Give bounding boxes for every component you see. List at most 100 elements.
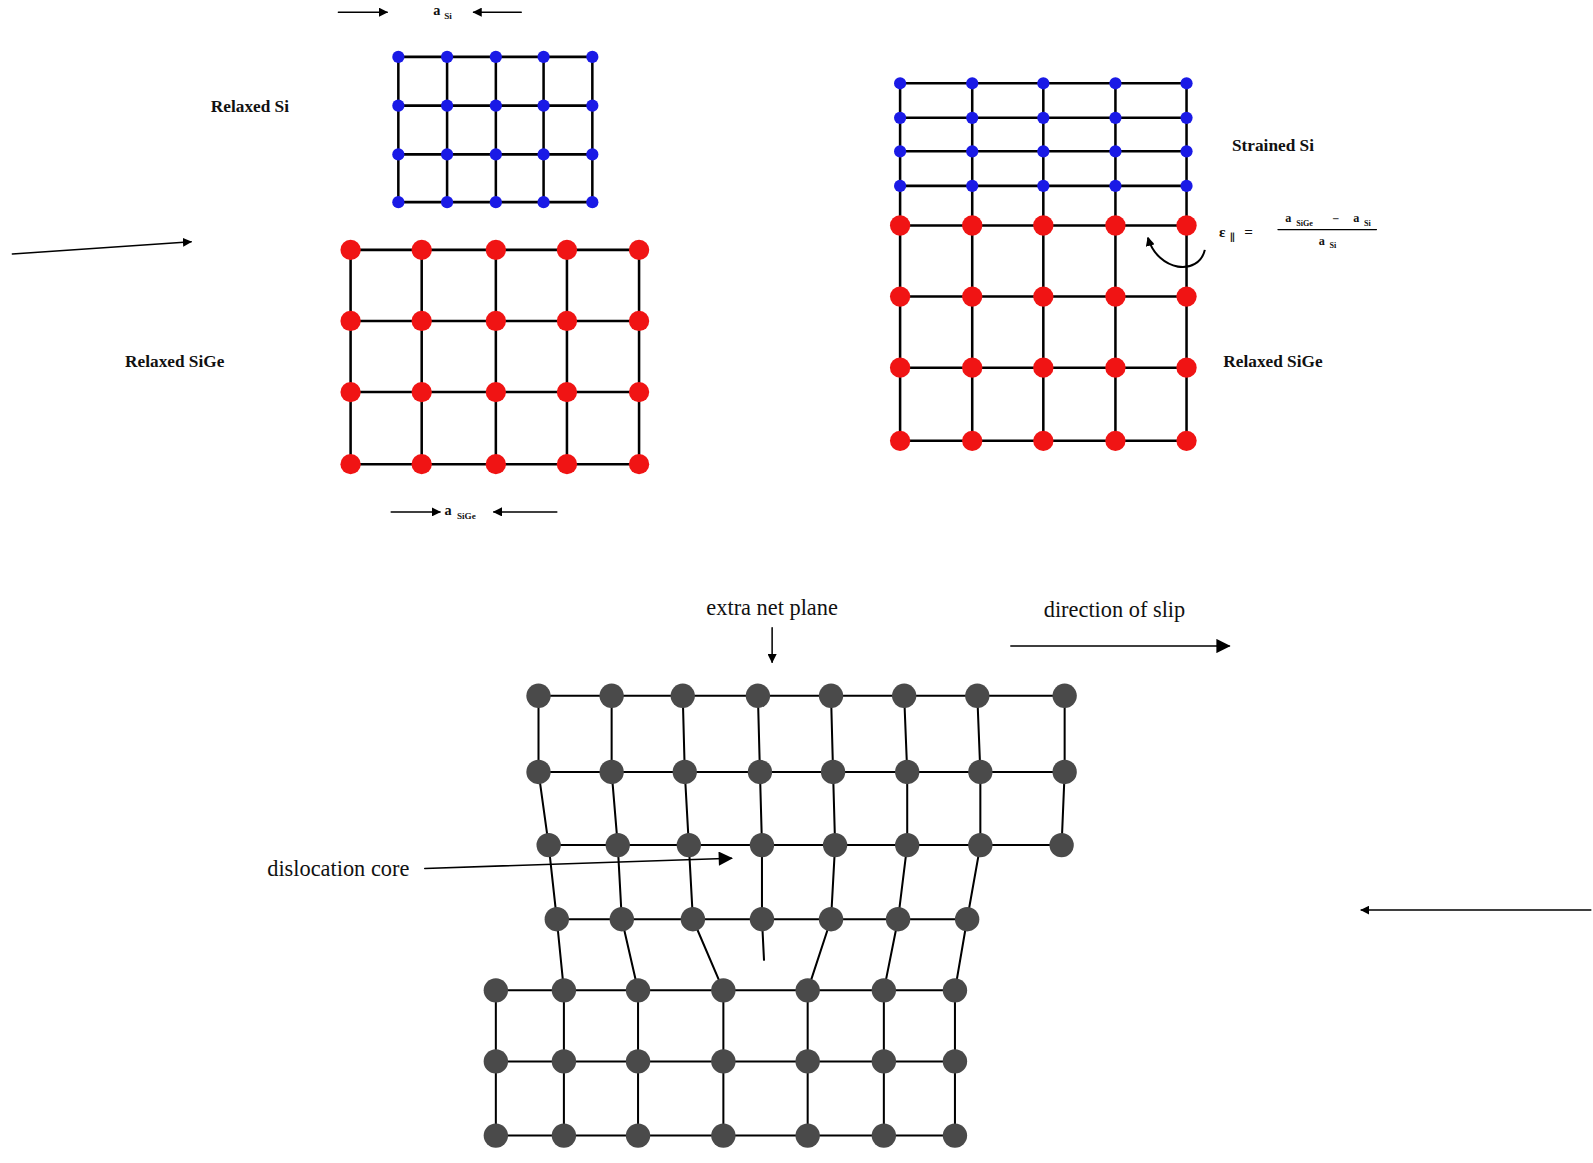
si-atom [894, 77, 906, 89]
si-atom [1180, 180, 1192, 192]
atom [673, 760, 697, 784]
atom [795, 1049, 819, 1073]
si-atom [586, 51, 598, 63]
sige-atom [1176, 286, 1196, 306]
si-atom [1037, 180, 1049, 192]
atom [968, 760, 992, 784]
si-atom [441, 51, 453, 63]
formula-subscript: ∥ [1230, 232, 1235, 243]
sige-atom [340, 382, 360, 402]
atom [872, 978, 896, 1002]
dimension-subscript: Si [444, 11, 452, 21]
atom [892, 684, 916, 708]
atom [750, 907, 774, 931]
si-atom [392, 51, 404, 63]
si-atom [490, 100, 502, 112]
sige-atom [557, 454, 577, 474]
atom [872, 1123, 896, 1147]
si-atom [966, 180, 978, 192]
si-atom [1037, 77, 1049, 89]
atom [626, 1123, 650, 1147]
atom [711, 1123, 735, 1147]
atom [795, 1123, 819, 1147]
si-atom [1180, 145, 1192, 157]
sige-atom [1105, 358, 1125, 378]
sige-atom [962, 358, 982, 378]
sige-atom [1033, 431, 1053, 451]
atom [671, 684, 695, 708]
si-atom [537, 51, 549, 63]
atom [748, 760, 772, 784]
bond-line [542, 57, 545, 202]
sige-atom [962, 215, 982, 235]
sige-atom [629, 311, 649, 331]
bond-line [1185, 83, 1188, 441]
bond-line [446, 57, 449, 202]
atom [484, 978, 508, 1002]
atom [1052, 684, 1076, 708]
sige-atom [890, 431, 910, 451]
sige-atom [486, 240, 506, 260]
sige-atom [1105, 215, 1125, 235]
si-atom [966, 77, 978, 89]
si-atom [441, 148, 453, 160]
formula-symbol: a [1319, 235, 1325, 248]
atom [968, 833, 992, 857]
formula-subscript: Si [1330, 241, 1337, 250]
sige-atom [486, 311, 506, 331]
si-atom [894, 180, 906, 192]
si-atom [586, 100, 598, 112]
annotation-label: dislocation core [262, 856, 414, 881]
sige-atom [1176, 215, 1196, 235]
atom [819, 907, 843, 931]
bond-line [1042, 83, 1045, 441]
atom [484, 1123, 508, 1147]
formula-symbol: − [1332, 214, 1339, 227]
atom [819, 684, 843, 708]
atom [795, 978, 819, 1002]
sige-atom [412, 240, 432, 260]
atom [526, 684, 550, 708]
bond-line [495, 57, 498, 202]
atom [895, 760, 919, 784]
si-atom [586, 196, 598, 208]
si-atom [392, 100, 404, 112]
atom [711, 1049, 735, 1073]
sige-atom [557, 240, 577, 260]
atom [943, 978, 967, 1002]
atom [1052, 760, 1076, 784]
atom [821, 760, 845, 784]
sige-atom [629, 454, 649, 474]
atom [552, 1123, 576, 1147]
formula-subscript: SiGe [1296, 219, 1313, 228]
annotation-label: extra net plane [706, 595, 838, 620]
formula-symbol: ε [1219, 223, 1226, 240]
pointer-arrow [771, 628, 773, 663]
atom [943, 1049, 967, 1073]
atom [484, 1049, 508, 1073]
si-atom [490, 148, 502, 160]
si-atom [490, 196, 502, 208]
si-atom [894, 145, 906, 157]
sige-atom [557, 382, 577, 402]
fraction-bar [1278, 229, 1377, 230]
dimension-symbol: a [444, 503, 451, 519]
formula-symbol: = [1244, 223, 1253, 240]
sige-atom [412, 382, 432, 402]
si-atom [1109, 180, 1121, 192]
si-atom [966, 145, 978, 157]
atom [626, 978, 650, 1002]
atom [626, 1049, 650, 1073]
atom [552, 1049, 576, 1073]
bond-line [1114, 83, 1117, 441]
atom [872, 1049, 896, 1073]
si-atom [537, 148, 549, 160]
formula-symbol: a [1353, 213, 1359, 226]
sige-atom [962, 286, 982, 306]
atom [746, 684, 770, 708]
sige-atom [962, 431, 982, 451]
sige-atom [629, 382, 649, 402]
sige-atom [486, 382, 506, 402]
dimension-arrow [338, 11, 387, 13]
